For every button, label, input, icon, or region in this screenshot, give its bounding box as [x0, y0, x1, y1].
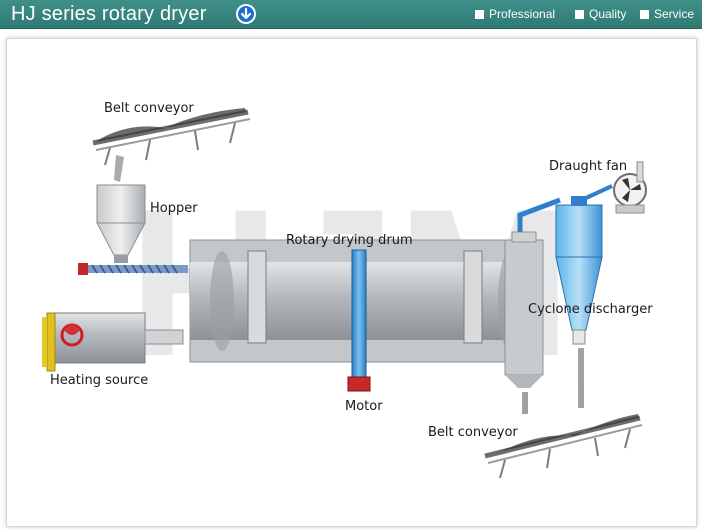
heating-source	[42, 312, 184, 372]
cyclone-discharger	[555, 196, 603, 345]
belt-conveyor-top	[92, 108, 251, 182]
screw-feeder	[78, 263, 188, 275]
motor-assembly	[347, 249, 371, 392]
download-circle-icon[interactable]	[235, 3, 257, 25]
label-belt-conveyor-top: Belt conveyor	[104, 101, 194, 116]
page-title: HJ series rotary dryer	[11, 3, 207, 25]
label-rotary-drum: Rotary drying drum	[286, 233, 413, 248]
nav-quality[interactable]: Quality	[575, 0, 626, 28]
draught-fan	[585, 161, 647, 214]
belt-conveyor-bottom	[484, 414, 643, 479]
label-heating-source: Heating source	[50, 373, 148, 388]
falling-material	[522, 348, 584, 414]
header-bar: HJ series rotary dryer Professional Qual…	[0, 0, 702, 29]
label-cyclone-discharger: Cyclone discharger	[528, 302, 653, 317]
label-motor: Motor	[345, 399, 383, 414]
label-draught-fan: Draught fan	[549, 159, 627, 174]
nav-professional[interactable]: Professional	[475, 0, 555, 28]
discharge-hood	[504, 197, 561, 388]
label-belt-conveyor-bottom: Belt conveyor	[428, 425, 518, 440]
hopper	[96, 184, 146, 263]
bullet-square-icon	[475, 9, 484, 19]
bullet-square-icon	[575, 9, 584, 19]
label-hopper: Hopper	[150, 201, 198, 216]
nav-service[interactable]: Service	[640, 0, 694, 28]
bullet-square-icon	[640, 9, 649, 19]
